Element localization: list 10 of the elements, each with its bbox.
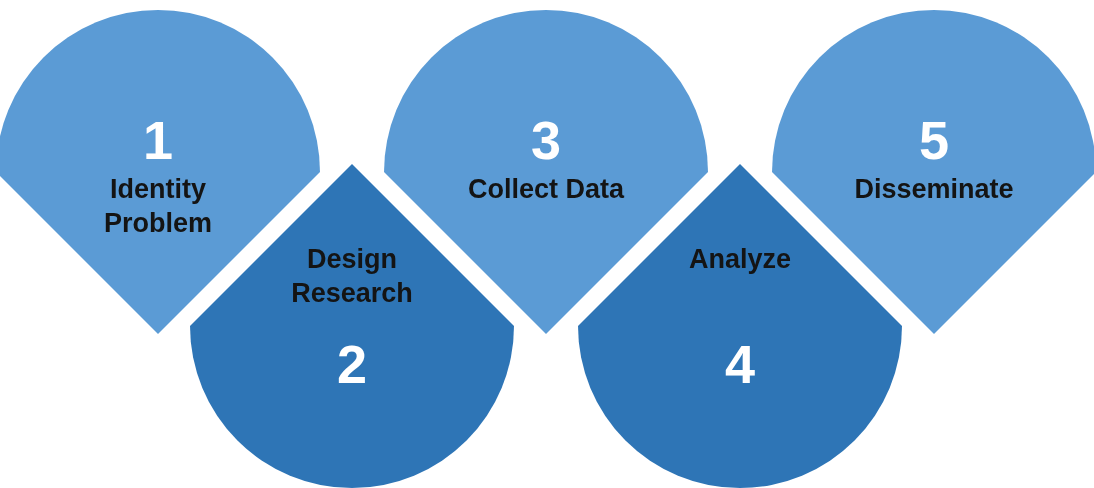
step-label: Identity Problem <box>103 173 213 240</box>
step-number: 1 <box>143 110 173 170</box>
step-number: 4 <box>725 334 755 394</box>
step-label: Analyze <box>687 243 792 276</box>
step-number: 2 <box>337 334 367 394</box>
step-label: Design Research <box>290 243 414 310</box>
step-label: Disseminate <box>853 173 1015 206</box>
step-number: 3 <box>531 110 561 170</box>
step-number: 5 <box>919 110 949 170</box>
step-label: Collect Data <box>466 173 626 206</box>
